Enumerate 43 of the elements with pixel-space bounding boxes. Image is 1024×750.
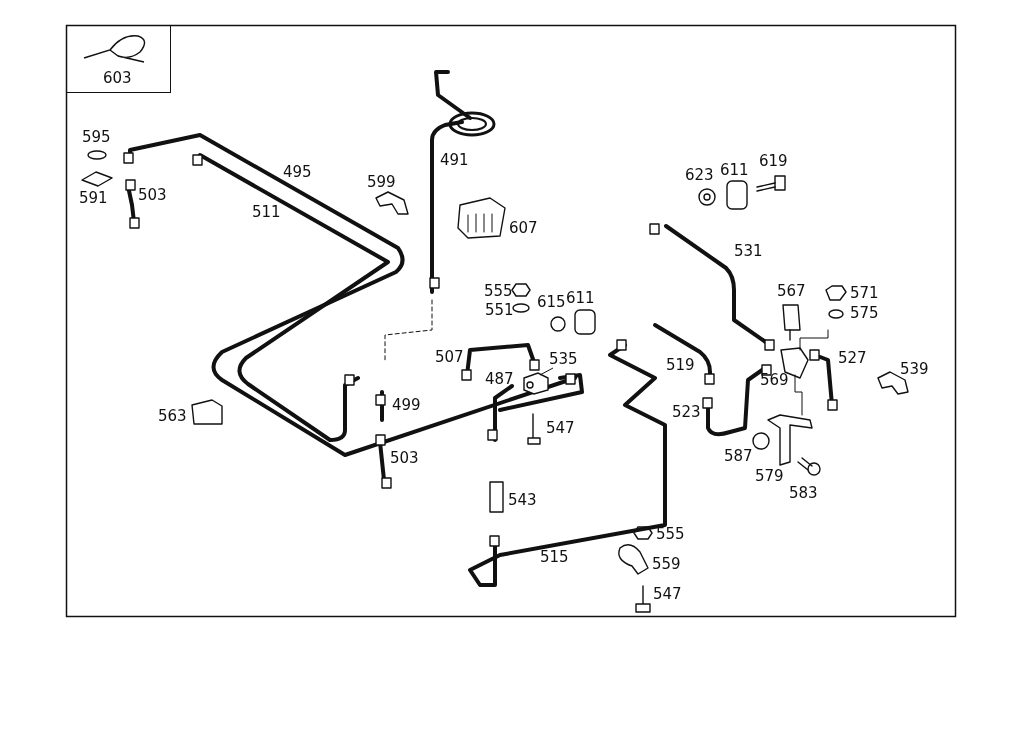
part-number: 559 [652, 555, 681, 573]
part-number: 531 [734, 242, 763, 260]
part-number: 569 [760, 371, 789, 389]
part-number: 607 [509, 219, 538, 237]
part-number: 599 [367, 173, 396, 191]
part-number: 543 [508, 491, 537, 509]
part-number: 619 [759, 152, 788, 170]
part-number: 587 [724, 447, 753, 465]
part-number: 503 [138, 186, 167, 204]
fitting-drawing [523, 372, 549, 395]
part-number: 575 [850, 304, 879, 322]
part-number: 611 [566, 289, 595, 307]
part-number: 603 [103, 69, 132, 87]
part-number: 491 [440, 151, 469, 169]
inset-box [66, 25, 171, 93]
part-number: 487 [485, 370, 514, 388]
part-number: 547 [653, 585, 682, 603]
part-number: 615 [537, 293, 566, 311]
part-number: 511 [252, 203, 281, 221]
part-number: 551 [485, 301, 514, 319]
part-number: 611 [720, 161, 749, 179]
leader-line [539, 367, 554, 376]
part-number: 591 [79, 189, 108, 207]
part-number: 571 [850, 284, 879, 302]
part-number: 547 [546, 419, 575, 437]
part-number: 507 [435, 348, 464, 366]
part-number: 555 [484, 282, 513, 300]
part-number: 579 [755, 467, 784, 485]
part-number: 539 [900, 360, 929, 378]
part-number: 555 [656, 525, 685, 543]
part-number: 595 [82, 128, 111, 146]
part-number: 515 [540, 548, 569, 566]
part-number: 523 [672, 403, 701, 421]
part-number: 503 [390, 449, 419, 467]
part-number: 583 [789, 484, 818, 502]
part-number: 527 [838, 349, 867, 367]
part-number: 563 [158, 407, 187, 425]
part-number: 495 [283, 163, 312, 181]
part-number: 623 [685, 166, 714, 184]
part-number: 535 [549, 350, 578, 368]
part-number: 519 [666, 356, 695, 374]
part-number: 567 [777, 282, 806, 300]
part-number: 499 [392, 396, 421, 414]
